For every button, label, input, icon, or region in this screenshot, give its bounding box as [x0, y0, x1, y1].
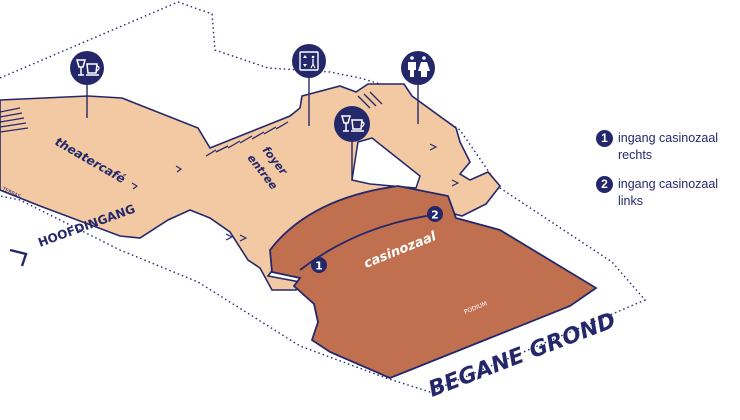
legend-badge: 1 [596, 130, 613, 147]
legend-item: 1 ingang casinozaal rechts [596, 130, 736, 164]
lift-icon [292, 44, 326, 78]
entrance-marker-2: 2 [427, 206, 443, 222]
wine-coffee-icon [334, 106, 370, 142]
marker-number: 1 [315, 260, 323, 273]
legend-text: ingang casinozaal rechts [618, 131, 719, 162]
stairs-left [0, 107, 29, 133]
stairs-right [357, 91, 383, 109]
stairs-center [205, 121, 289, 157]
casinozaal-floor [269, 185, 598, 379]
toilets-icon [401, 51, 435, 85]
legend-text: ingang casinozaal links [618, 177, 719, 208]
entrance-marker-1: 1 [311, 257, 327, 273]
wine-coffee-icon [70, 51, 104, 85]
building-outline [0, 1, 647, 393]
map-legend: 1 ingang casinozaal rechts 2 ingang casi… [596, 130, 736, 222]
legend-badge: 2 [596, 176, 613, 193]
legend-item: 2 ingang casinozaal links [596, 176, 736, 210]
icon-stems [86, 76, 419, 180]
door-marks [131, 143, 460, 242]
foyer-floor [0, 83, 502, 291]
arrow-chevron-icon [9, 248, 28, 267]
marker-number: 2 [431, 209, 439, 222]
